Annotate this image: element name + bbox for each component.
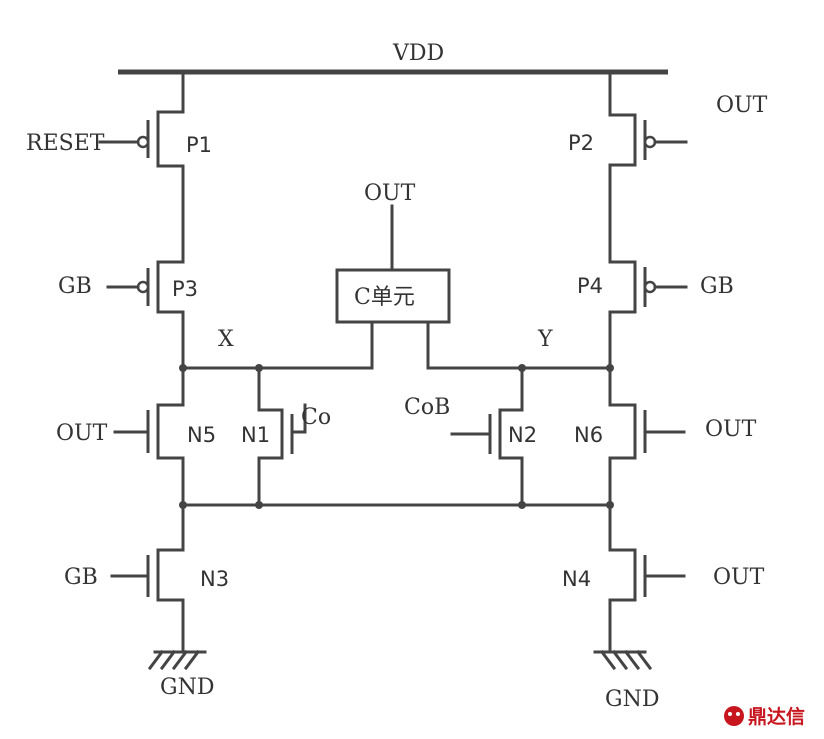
p1-name: P1 bbox=[186, 133, 212, 157]
n3-name: N3 bbox=[200, 567, 229, 591]
transistor-n4: N4 OUT bbox=[562, 503, 765, 654]
p4-name: P4 bbox=[577, 274, 603, 298]
c-unit-out-label: OUT bbox=[364, 181, 416, 206]
node-x-label: X bbox=[218, 327, 234, 352]
p2-input-label: OUT bbox=[716, 93, 768, 118]
n6-input-label: OUT bbox=[705, 417, 757, 442]
n6-name: N6 bbox=[574, 423, 603, 447]
vdd-label: VDD bbox=[392, 41, 444, 66]
n2-input-label: CoB bbox=[404, 395, 450, 420]
n1-name: N1 bbox=[241, 423, 270, 447]
n3-input-label: GB bbox=[64, 565, 98, 590]
p2-name: P2 bbox=[568, 131, 594, 155]
ground-symbol-left: GND bbox=[147, 649, 214, 700]
gnd-right-label: GND bbox=[605, 687, 659, 712]
watermark-logo: 鼎达信 bbox=[724, 705, 805, 728]
node-y-label: Y bbox=[537, 327, 553, 352]
transistor-n2: N2 CoB bbox=[404, 366, 537, 507]
transistor-p2: P2 OUT bbox=[568, 70, 768, 254]
transistor-p1: P1 RESET bbox=[26, 70, 212, 202]
transistor-n6: N6 OUT bbox=[574, 366, 757, 507]
transistor-n5: N5 OUT bbox=[56, 366, 216, 507]
n5-input-label: OUT bbox=[56, 421, 108, 446]
c-unit-block: OUT C单元 bbox=[335, 181, 612, 370]
n5-name: N5 bbox=[187, 423, 216, 447]
transistor-n3: N3 GB bbox=[64, 503, 229, 654]
gnd-left-label: GND bbox=[160, 675, 214, 700]
watermark-logo-icon bbox=[724, 706, 744, 726]
n4-name: N4 bbox=[562, 567, 591, 591]
p1-input-label: RESET bbox=[26, 131, 105, 156]
n1-input-label: Co bbox=[301, 405, 331, 430]
watermark-text: 鼎达信 bbox=[748, 705, 805, 728]
p3-input-label: GB bbox=[58, 274, 92, 299]
p3-name: P3 bbox=[172, 277, 198, 301]
transistor-n1: N1 Co bbox=[241, 366, 331, 507]
n2-name: N2 bbox=[508, 423, 537, 447]
ground-symbol-right: GND bbox=[593, 649, 659, 712]
transistor-p4: P4 GB bbox=[577, 250, 734, 370]
transistor-p3: P3 GB bbox=[58, 198, 198, 370]
junction-dot bbox=[255, 501, 263, 509]
n4-input-label: OUT bbox=[713, 565, 765, 590]
c-unit-label: C单元 bbox=[354, 285, 415, 310]
p4-input-label: GB bbox=[700, 274, 734, 299]
